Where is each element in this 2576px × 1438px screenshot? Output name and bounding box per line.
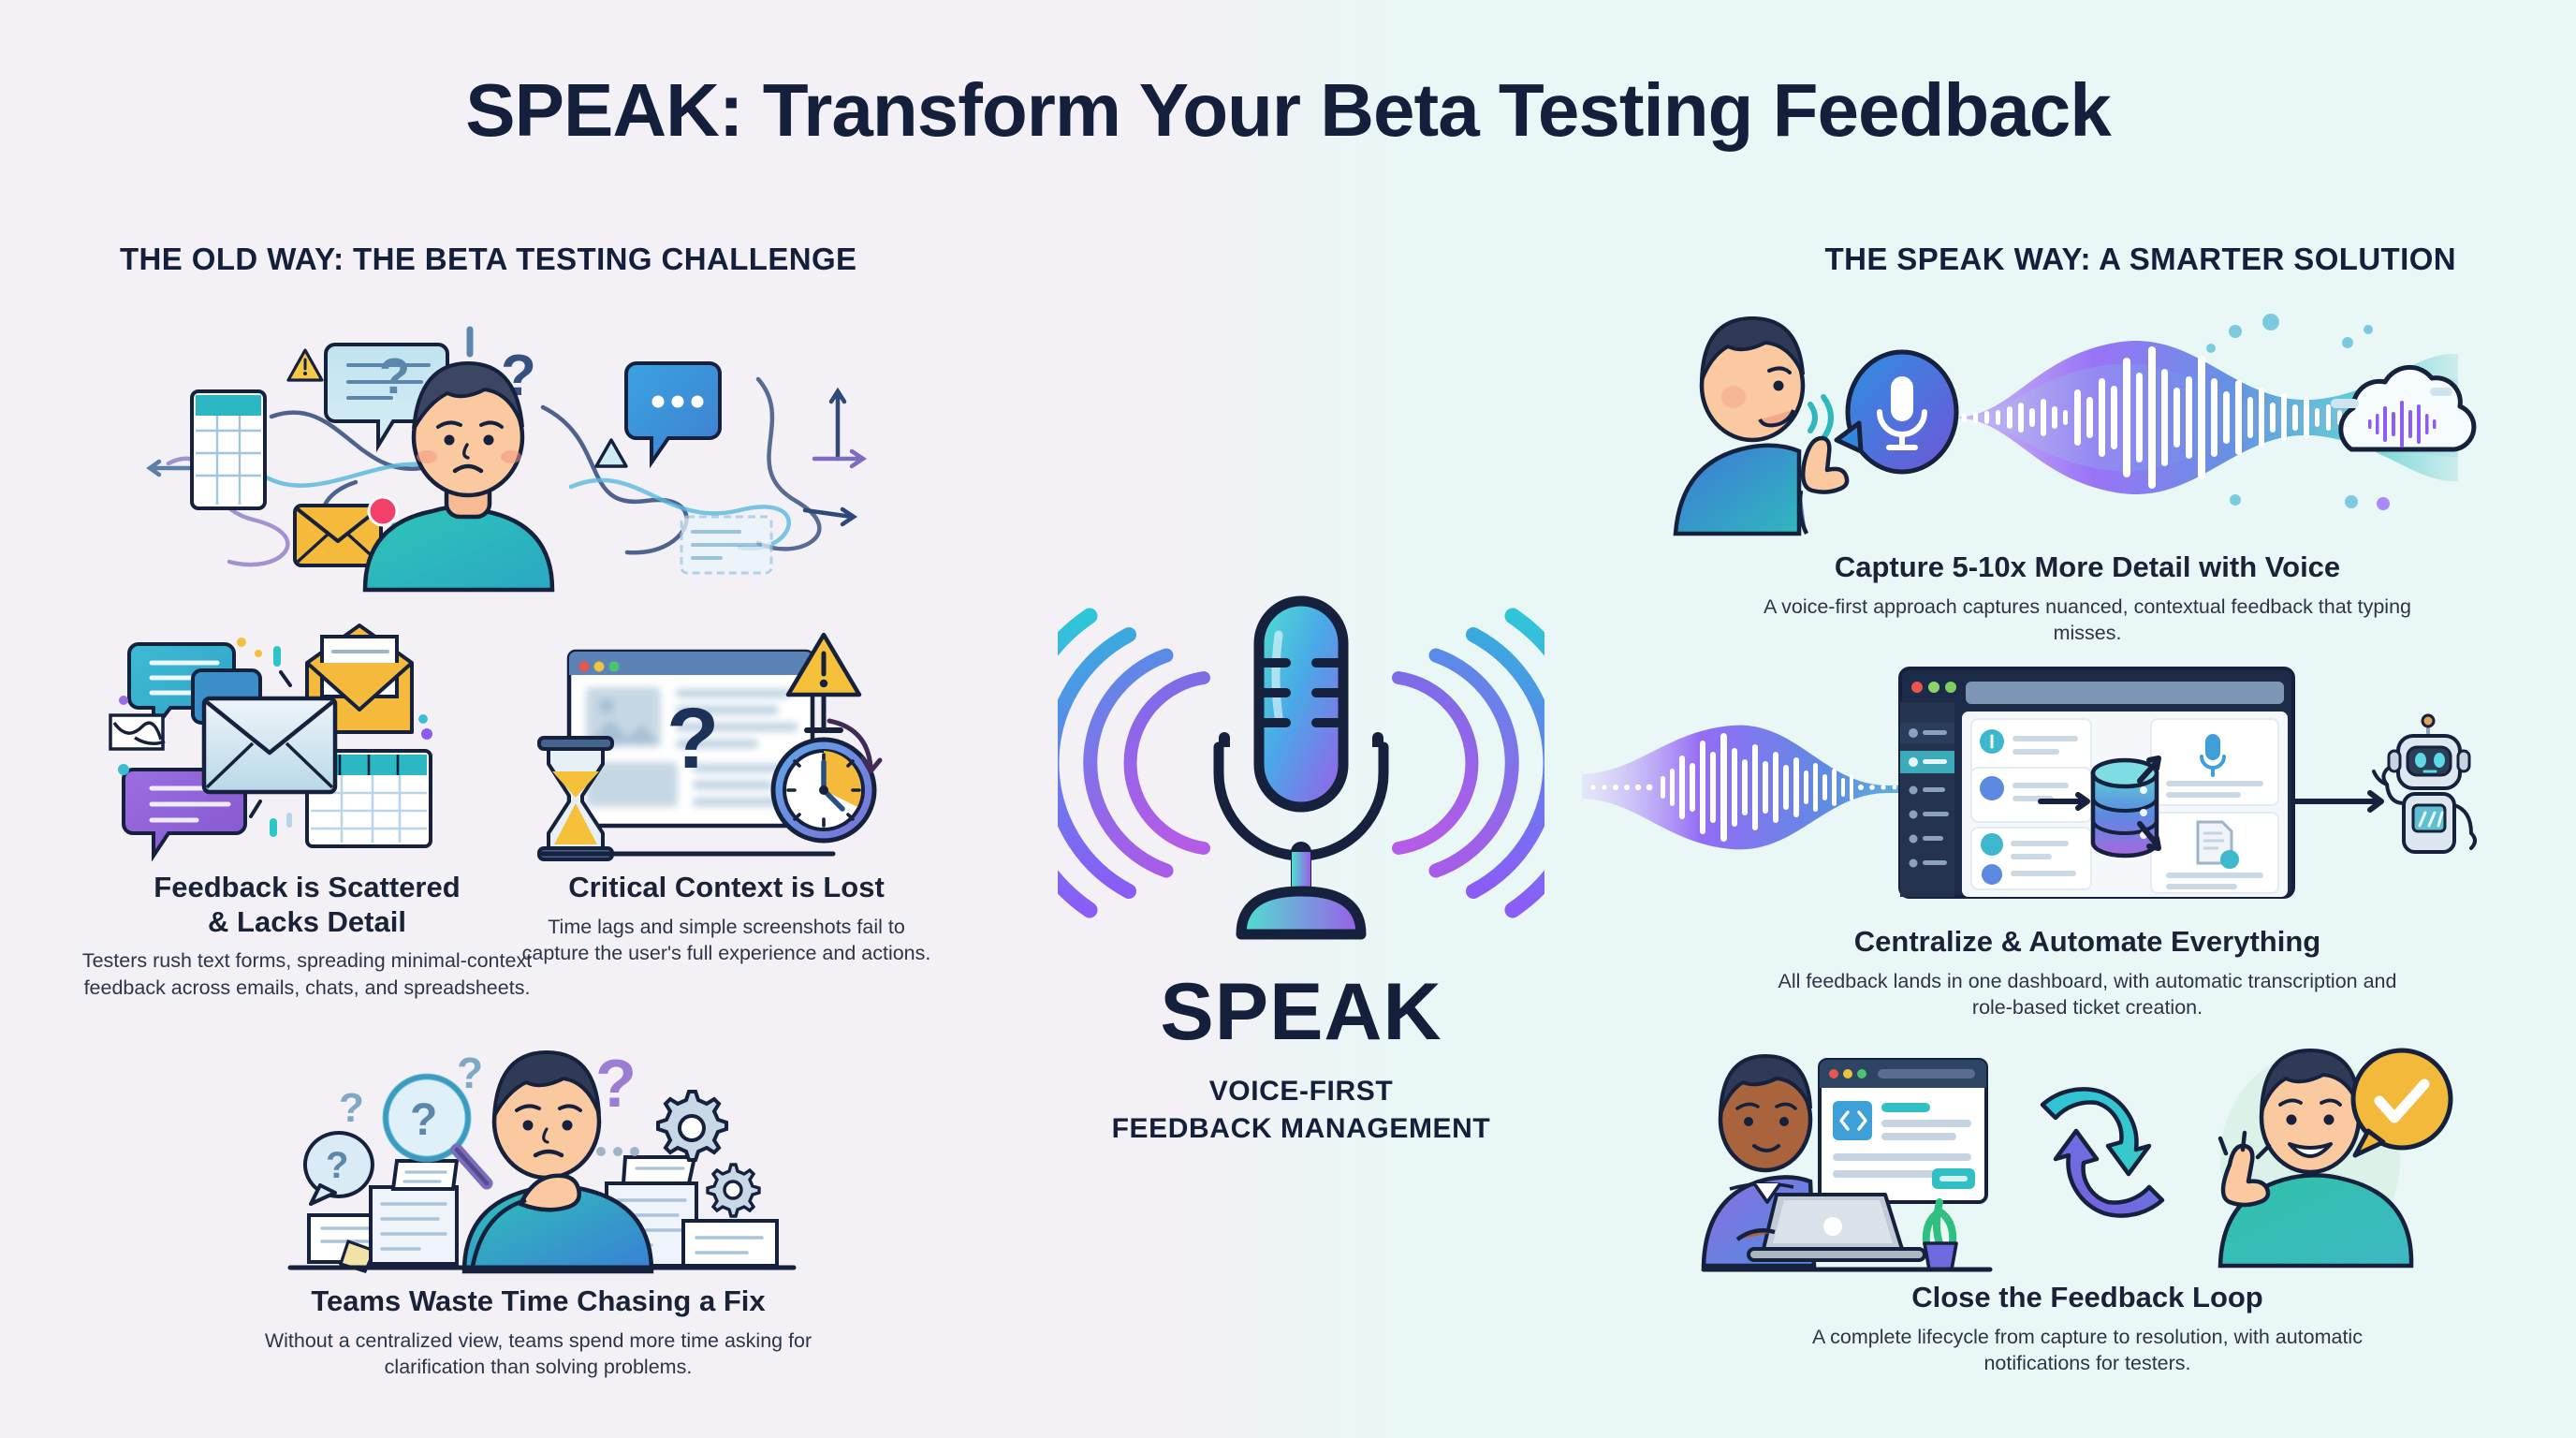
solution-card-close-loop-body: A complete lifecycle from capture to res… (1812, 1325, 2363, 1374)
heading-line-2: & Lacks Detail (208, 904, 406, 938)
microphone-icon (1003, 562, 1599, 964)
right-column-header: THE SPEAK WAY: A SMARTER SOLUTION (1824, 242, 2456, 276)
svg-text:?: ? (595, 1047, 637, 1122)
problem-card-chasing-fix-body: Without a centralized view, teams spend … (264, 1328, 812, 1378)
problem-card-chasing-fix: Teams Waste Time Chasing a Fix Without a… (234, 1284, 842, 1380)
confused-tester-tangled-feedback-illustration: ? ? (140, 309, 889, 593)
heading-line-1: Feedback is Scattered (154, 871, 461, 903)
problem-card-context-lost: Critical Context is Lost Time lags and s… (520, 871, 932, 966)
thinking-developer-paperwork-gears-illustration: ? ? ? ? ? (281, 1030, 805, 1274)
left-column-header: THE OLD WAY: THE BETA TESTING CHALLENGE (120, 242, 857, 276)
solution-card-centralize-automate-body: All feedback lands in one dashboard, wit… (1778, 969, 2397, 1019)
solution-card-capture-detail: Capture 5-10x More Detail with Voice A v… (1760, 550, 2415, 646)
problem-card-scattered-body: Testers rush text forms, spreading minim… (81, 949, 533, 999)
hourglass-blurred-screenshot-clock-illustration: ? (524, 627, 936, 861)
scattered-channels-illustration (94, 618, 543, 862)
svg-text:?: ? (666, 691, 719, 786)
svg-text:?: ? (339, 1085, 364, 1131)
svg-text:?: ? (379, 348, 410, 404)
brand-tagline-line1: VOICE-FIRST (1208, 1076, 1394, 1107)
problem-card-context-lost-heading: Critical Context is Lost (568, 871, 885, 903)
problem-card-chasing-fix-heading: Teams Waste Time Chasing a Fix (311, 1284, 766, 1317)
solution-card-centralize-automate-heading: Centralize & Automate Everything (1853, 925, 2321, 958)
dashboard-database-robot-automation-illustration (1898, 665, 2481, 899)
brand-tagline: VOICE-FIRST FEEDBACK MANAGEMENT (1058, 1073, 1544, 1148)
solution-card-close-loop: Close the Feedback Loop A complete lifec… (1760, 1281, 2415, 1376)
problem-card-scattered: Feedback is Scattered & Lacks Detail Tes… (73, 871, 541, 1001)
developer-laptop-cycle-happy-tester-illustration (1701, 1030, 2453, 1273)
svg-text:?: ? (326, 1145, 348, 1186)
speaking-person-voice-waveform-cloud-illustration (1673, 300, 2481, 536)
solution-card-capture-detail-heading: Capture 5-10x More Detail with Voice (1834, 550, 2341, 583)
problem-card-scattered-heading: Feedback is Scattered & Lacks Detail (73, 871, 541, 939)
solution-card-close-loop-heading: Close the Feedback Loop (1911, 1281, 2263, 1313)
svg-text:?: ? (457, 1049, 483, 1097)
brand-tagline-line2: FEEDBACK MANAGEMENT (1111, 1113, 1491, 1145)
solution-card-centralize-automate: Centralize & Automate Everything All fee… (1760, 925, 2415, 1020)
brand-name: SPEAK (1160, 967, 1442, 1057)
svg-text:?: ? (410, 1095, 437, 1145)
solution-card-capture-detail-body: A voice-first approach captures nuanced,… (1763, 594, 2411, 644)
speak-brand-lockup: SPEAK VOICE-FIRST FEEDBACK MANAGEMENT (1003, 562, 1599, 1148)
page-title: SPEAK: Transform Your Beta Testing Feedb… (465, 68, 2111, 152)
problem-card-context-lost-body: Time lags and simple screenshots fail to… (521, 915, 931, 964)
